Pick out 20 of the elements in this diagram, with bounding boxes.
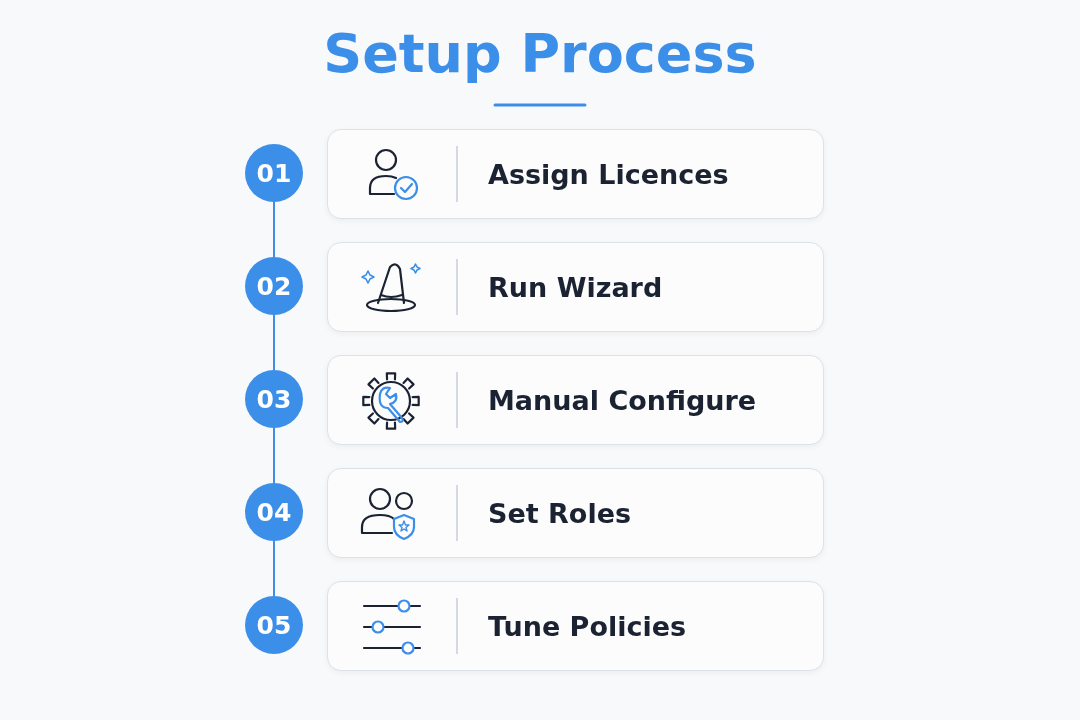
step-number-circle: 03 — [245, 370, 303, 428]
step-label: Manual Configure — [488, 383, 757, 418]
step-card — [327, 129, 824, 219]
connector-line — [273, 314, 275, 371]
title: Setup Process — [322, 22, 758, 85]
step-label: Set Roles — [488, 496, 632, 531]
step-card — [327, 355, 824, 445]
step-label: Tune Policies — [488, 609, 687, 644]
connector-line — [273, 540, 275, 597]
step-number-circle: 02 — [245, 257, 303, 315]
step-number-circle: 04 — [245, 483, 303, 541]
connector-line — [273, 427, 275, 484]
connector-line — [273, 201, 275, 258]
step-card — [327, 581, 824, 671]
step-number-circle: 01 — [245, 144, 303, 202]
step-number-circle: 05 — [245, 596, 303, 654]
step-label: Run Wizard — [488, 270, 663, 305]
step-label: Assign Licences — [488, 157, 729, 192]
step-card — [327, 242, 824, 332]
step-card — [327, 468, 824, 558]
